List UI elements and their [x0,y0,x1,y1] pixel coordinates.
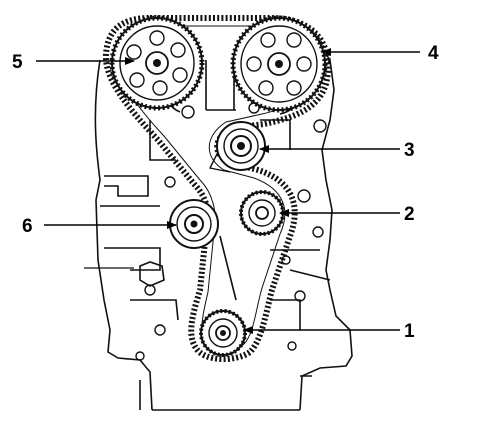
callout-4: 4 [428,43,439,64]
callout-6: 6 [22,216,33,237]
engine-block [84,59,353,411]
callout-5: 5 [12,52,23,73]
camshaft-sprocket-left [109,15,205,111]
callout-1: 1 [404,321,415,342]
callout-2: 2 [404,204,415,225]
callout-3: 3 [404,140,415,161]
callout-labels: 1 2 3 4 5 6 [12,43,439,342]
camshaft-sprocket-right [230,15,328,113]
water-pump-pulley [169,199,219,249]
tensioner-pulley [208,121,266,173]
callout-leaders [36,48,420,334]
crankshaft-sprocket [199,309,247,357]
idler-sprocket [239,190,285,236]
